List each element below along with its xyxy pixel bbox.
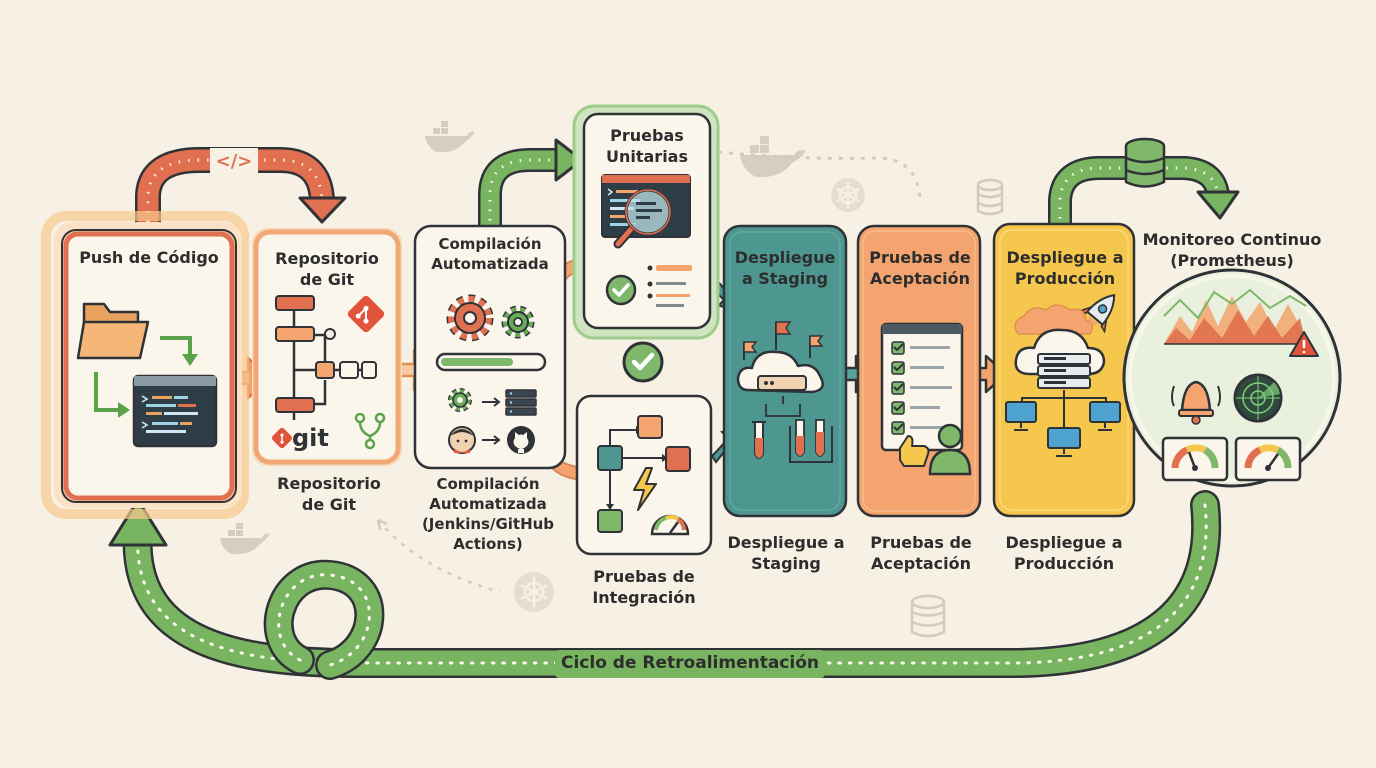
test-result-lines [647, 265, 692, 307]
stage-staging [722, 224, 848, 518]
arrow-down-right-icon [94, 372, 120, 412]
docker-whale-icon [740, 136, 806, 178]
gear-icon [448, 388, 472, 412]
radar-icon [1233, 373, 1283, 423]
magnifier-icon [613, 188, 672, 249]
stage-integration-tests [575, 394, 713, 556]
git-logo-icon [271, 427, 293, 449]
build-stage-title: Compilación Automatizada [431, 235, 549, 273]
progress-bar-icon [435, 352, 547, 372]
production-stage-title: Despliegue a Producción [1006, 248, 1124, 288]
server-icon [1037, 353, 1091, 389]
user-icon [928, 423, 972, 476]
decorative-dashed-arrow [377, 519, 501, 594]
connector-lines [765, 396, 801, 417]
stage-build [413, 224, 567, 470]
git-fork-icon [354, 412, 386, 450]
terminal-icon [132, 374, 218, 448]
server-icon [505, 389, 537, 416]
arrow-right-icon [482, 397, 501, 407]
metrics-chart-icon [1163, 288, 1308, 345]
feedback-arrowhead [108, 498, 168, 547]
database-icon [976, 178, 1004, 216]
docker-whale-icon [220, 523, 270, 555]
code-arc-symbol: </> [215, 151, 253, 172]
kubernetes-icon [514, 572, 554, 612]
stage-acceptance [856, 224, 982, 518]
repo-stage-caption: Repositorio de Git [277, 474, 381, 514]
stage-production [992, 222, 1136, 518]
gear-icon [501, 305, 535, 339]
cloud-icon [736, 350, 824, 394]
git-logo-icon [347, 295, 385, 333]
staging-stage-caption: Despliegue a Staging [727, 533, 845, 573]
acceptance-stage-caption: Pruebas de Aceptación [870, 533, 972, 573]
gear-icon [446, 294, 494, 342]
monitoring-stage-title: Monitoreo Continuo (Prometheus) [1142, 230, 1322, 270]
production-stage-caption: Despliegue a Producción [1005, 533, 1123, 573]
unit-tests-title: Pruebas Unitarias [605, 126, 688, 166]
push-stage-title: Push de Código [79, 248, 219, 267]
checkmark-icon [605, 274, 637, 306]
build-stage-caption: Compilación Automatizada (Jenkins/GitHub… [421, 475, 555, 553]
feedback-label-bg [555, 650, 825, 678]
thumbs-up-icon [899, 435, 930, 467]
gauge-icon [650, 514, 690, 536]
test-tube-icon [752, 419, 833, 463]
git-logo-text: git [292, 424, 329, 452]
rocket-icon [1077, 293, 1116, 334]
arrow-right-down-icon [160, 336, 192, 356]
stage-repo: git [252, 228, 402, 466]
docker-whale-icon [425, 121, 475, 153]
folder-icon [76, 302, 150, 360]
checklist-icon [880, 322, 964, 452]
git-branch-icon [275, 295, 377, 420]
build-to-unit-arrow [478, 138, 584, 230]
monitor-icon [1005, 401, 1121, 457]
database-icon [1124, 137, 1166, 188]
stage-monitoring [1122, 268, 1342, 488]
acceptance-stage-title: Pruebas de Aceptación [869, 248, 971, 288]
lightning-icon [633, 467, 657, 511]
flowchart-icon [597, 415, 691, 533]
flag-icon [743, 321, 824, 360]
arrow-right-icon [482, 435, 501, 445]
jenkins-icon [448, 426, 476, 454]
checkmark-icon [622, 341, 664, 383]
gauge-icon [1234, 436, 1302, 482]
gauge-icon [1161, 436, 1229, 482]
feedback-loop-knot [263, 559, 385, 680]
github-icon [507, 426, 535, 454]
feedback-loop-label: Ciclo de Retroalimentación [561, 653, 819, 673]
feedback-loop [108, 490, 1222, 680]
integration-tests-caption: Pruebas de Integración [592, 567, 696, 607]
decorative-dashed-arrow [717, 150, 922, 201]
code-arc-arrow [135, 147, 347, 224]
repo-stage-title: Repositorio de Git [275, 249, 379, 289]
kubernetes-icon [831, 178, 865, 212]
stage-push [41, 211, 249, 519]
warning-icon [1289, 331, 1319, 357]
staging-stage-title: Despliegue a Staging [734, 248, 836, 288]
bell-icon [1171, 380, 1221, 425]
stage-unit-tests [572, 104, 720, 340]
prod-to-monitor-arrow [1048, 137, 1240, 228]
database-icon [910, 594, 946, 638]
